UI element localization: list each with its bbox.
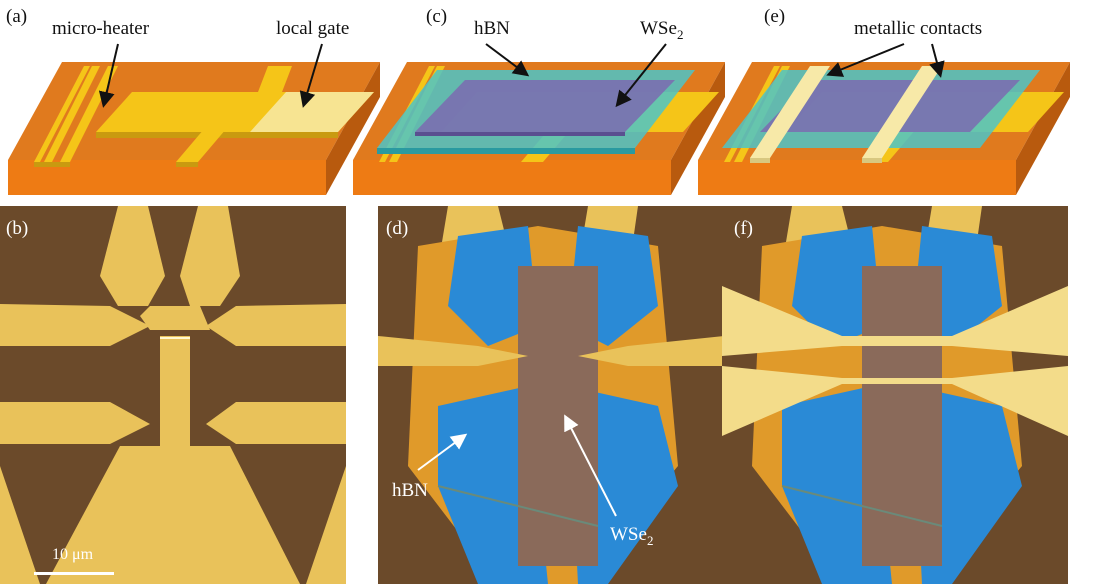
schematic-arrows: [98, 43, 945, 108]
micrograph-b: [0, 206, 346, 584]
label-hbn-micrograph: hBN: [392, 480, 428, 501]
schematic-a: [8, 62, 380, 195]
panel-tag-c: (c): [426, 6, 448, 27]
label-wse2-schematic: WSe2: [640, 18, 684, 42]
panel-tag-d: (d): [386, 218, 409, 239]
scale-bar-label: 10 μm: [52, 546, 94, 563]
label-micro-heater: micro-heater: [52, 18, 150, 39]
label-metallic-contacts: metallic contacts: [854, 18, 983, 39]
panel-tag-a: (a): [6, 6, 28, 27]
micrograph-f: [722, 206, 1068, 584]
label-local-gate: local gate: [276, 18, 350, 39]
schematic-e: [698, 62, 1070, 195]
panel-tag-f: (f): [734, 218, 753, 239]
schematic-c: [353, 62, 725, 195]
panel-tag-b: (b): [6, 218, 29, 239]
micrograph-d-arrows: [417, 414, 617, 517]
label-hbn-schematic: hBN: [474, 18, 510, 39]
label-wse2-micrograph: WSe2: [610, 524, 654, 548]
panel-tag-e: (e): [764, 6, 786, 27]
